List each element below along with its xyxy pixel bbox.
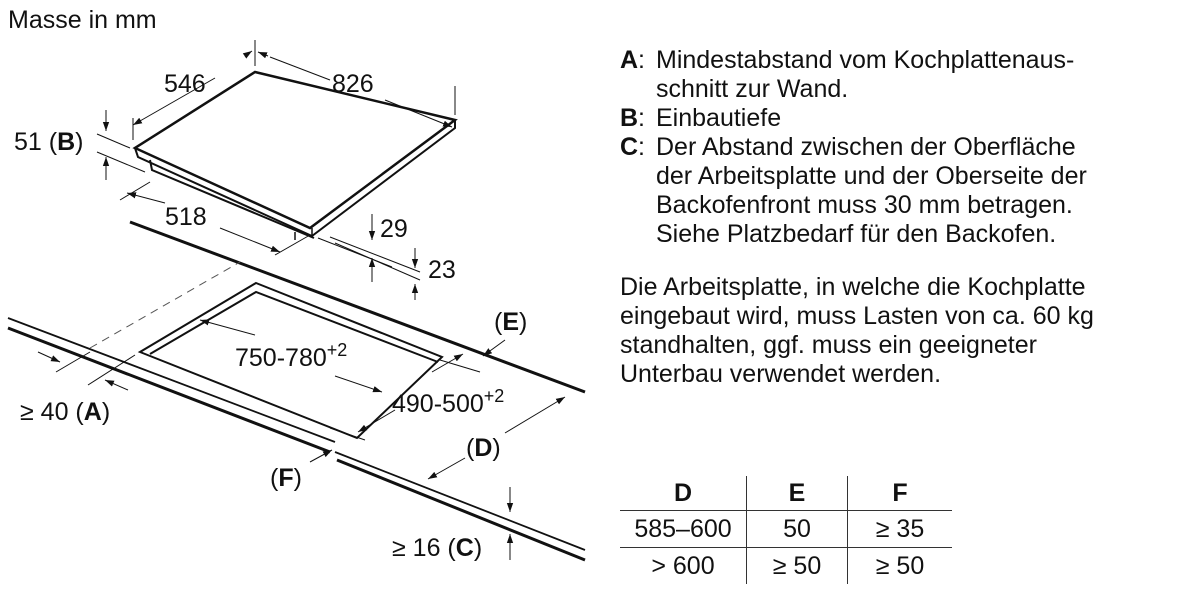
dim-29: 29 [380, 215, 408, 243]
table-header-e: E [746, 476, 848, 511]
dim-hob-width: 546 [164, 70, 206, 98]
table-row: 585–600 50 ≥ 35 [620, 510, 952, 548]
dim-wall-distance: ≥ 40 (A) [20, 398, 110, 426]
legend-item-c: C: Der Abstand zwischen der Oberfläche d… [620, 133, 1087, 248]
label-f: (F) [270, 464, 302, 492]
dim-frame-length: 518 [165, 203, 207, 231]
page-title: Masse in mm [8, 6, 157, 34]
dim-cutout-length: 750-780+2 [235, 340, 347, 372]
table-header-f: F [847, 476, 952, 511]
table-row: > 600 ≥ 50 ≥ 50 [620, 547, 952, 584]
load-note: Die Arbeitsplatte, in welche die Kochpla… [620, 273, 1094, 388]
dim-23: 23 [428, 256, 456, 284]
dim-hob-length: 826 [332, 70, 374, 98]
cutout-outline [137, 281, 444, 440]
label-e: (E) [494, 308, 527, 336]
dim-depth-b: 51 (B) [14, 128, 83, 156]
legend-item-b: B: Einbautiefe [620, 104, 782, 132]
clearance-table: D E F 585–600 50 ≥ 35 > 600 ≥ 50 ≥ 50 [620, 476, 952, 584]
table-header-d: D [620, 476, 747, 511]
dim-worktop-thickness: ≥ 16 (C) [392, 534, 482, 562]
installation-diagram: 546 826 51 (B) 518 29 23 750-780+2 490-5… [7, 40, 586, 562]
label-d: (D) [466, 434, 501, 462]
dim-cutout-depth: 490-500+2 [392, 386, 504, 418]
legend: A: Mindestabstand vom Kochplattenaus-sch… [620, 46, 1087, 249]
legend-item-a: A: Mindestabstand vom Kochplattenaus-sch… [620, 46, 1075, 103]
hob-outline [132, 70, 458, 240]
